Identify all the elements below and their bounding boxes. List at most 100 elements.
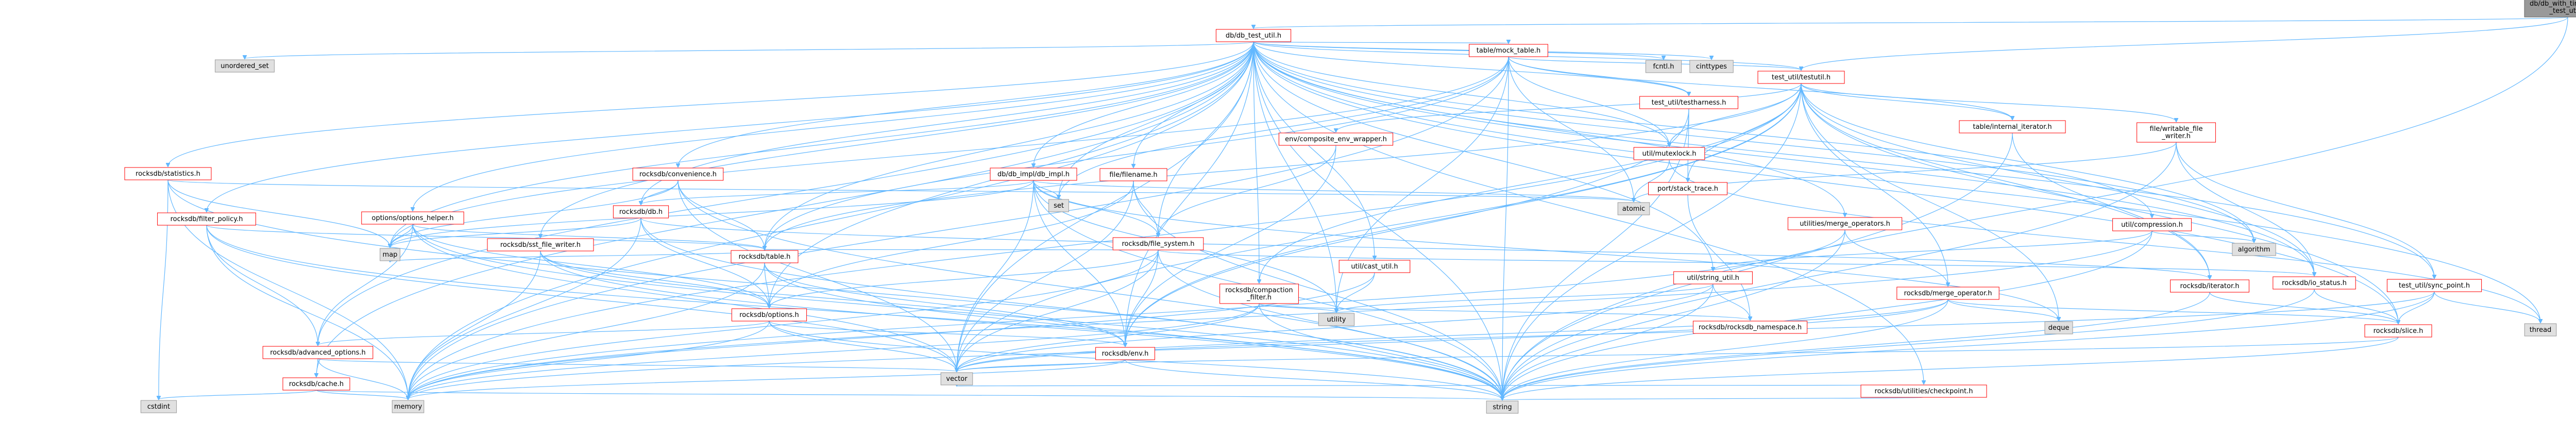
- node-mutexlock[interactable]: util/mutexlock.h: [1633, 147, 1705, 160]
- node-internal-iterator[interactable]: table/internal_iterator.h: [1959, 120, 2066, 133]
- edge-testutil-to-composite_env: [1336, 83, 1802, 132]
- node-label: _test_util.h: [2549, 7, 2576, 15]
- node-sst-file-writer[interactable]: rocksdb/sst_file_writer.h: [487, 238, 594, 251]
- node-mock-table[interactable]: table/mock_table.h: [1469, 44, 1548, 57]
- edge-convenience-to-rocksdb_db: [641, 180, 679, 205]
- edge-slice-to-vector: [957, 337, 2399, 372]
- node-string-util[interactable]: util/string_util.h: [1673, 271, 1753, 284]
- node-box: [361, 211, 464, 225]
- node-rocksdb-db[interactable]: rocksdb/db.h: [613, 205, 669, 219]
- node-box: [990, 167, 1077, 181]
- edge-testutil-to-slice: [1801, 83, 2398, 324]
- edge-rocksdb_db-to-memory: [408, 217, 641, 399]
- edge-testutil-to-rocksdb_iterator: [1801, 83, 2210, 279]
- node-box: [1112, 237, 1204, 250]
- edge-rocksdb_iterator-to-slice: [2209, 292, 2398, 324]
- node-cache[interactable]: rocksdb/cache.h: [282, 377, 350, 391]
- node-cast-util[interactable]: util/cast_util.h: [1338, 260, 1411, 273]
- node-filename[interactable]: file/filename.h: [1099, 168, 1167, 181]
- node-label: map: [383, 251, 398, 259]
- node-box: [1645, 60, 1682, 73]
- edge-testutil-to-merge_operator: [1801, 83, 1948, 286]
- edge-db_test_util-to-compression: [1253, 41, 2152, 217]
- node-box: [282, 377, 350, 391]
- node-atomic: atomic: [1617, 202, 1650, 215]
- edge-rocksdb_db-to-map: [390, 217, 641, 247]
- node-composite-env[interactable]: env/composite_env_wrapper.h: [1278, 132, 1394, 146]
- node-box: [2524, 323, 2557, 337]
- node-rocksdb-namespace[interactable]: rocksdb/rocksdb_namespace.h: [1692, 321, 1808, 334]
- node-box: [731, 250, 799, 263]
- node-rocksdb-env[interactable]: rocksdb/env.h: [1095, 347, 1155, 360]
- edge-stack_trace-to-rocksdb_namespace: [1687, 194, 1750, 320]
- edge-sync_point-to-string: [1502, 291, 2435, 400]
- edge-rocksdb_table-to-rocksdb_options: [764, 262, 769, 308]
- node-convenience[interactable]: rocksdb/convenience.h: [632, 167, 724, 181]
- node-label: rocksdb/filter_policy.h: [171, 215, 243, 223]
- node-testharness[interactable]: test_util/testharness.h: [1639, 96, 1738, 109]
- node-stack-trace[interactable]: port/stack_trace.h: [1648, 182, 1727, 195]
- edge-string_util-to-string: [1502, 283, 1714, 400]
- node-box: [2044, 321, 2073, 334]
- node-label: file/writable_file: [2150, 125, 2203, 133]
- node-rocksdb-options[interactable]: rocksdb/options.h: [731, 308, 807, 322]
- node-algorithm: algorithm: [2232, 243, 2276, 256]
- node-merge-operators[interactable]: utilities/merge_operators.h: [1787, 217, 1903, 230]
- node-db-impl[interactable]: db/db_impl/db_impl.h: [990, 167, 1077, 181]
- node-box: [2232, 243, 2276, 256]
- node-db-test-util[interactable]: db/db_test_util.h: [1215, 29, 1292, 42]
- node-merge-operator[interactable]: rocksdb/merge_operator.h: [1896, 287, 1999, 300]
- node-label: rocksdb/io_status.h: [2282, 279, 2347, 287]
- node-rocksdb-iterator[interactable]: rocksdb/iterator.h: [2170, 279, 2249, 293]
- edge-options_helper-to-advanced_options: [318, 224, 413, 345]
- node-deque: deque: [2044, 321, 2073, 334]
- edge-db_test_util-to-sync_point: [1253, 41, 2434, 278]
- edge-filename-to-string: [1133, 180, 1502, 400]
- node-file-system[interactable]: rocksdb/file_system.h: [1112, 237, 1204, 250]
- edge-rocksdb_table-to-rocksdb_env: [764, 262, 1125, 346]
- node-advanced-options[interactable]: rocksdb/advanced_options.h: [262, 346, 374, 359]
- edge-convenience-to-rocksdb_table: [677, 180, 765, 249]
- node-compression[interactable]: util/compression.h: [2112, 218, 2192, 231]
- node-label: fcntl.h: [1653, 63, 1674, 71]
- node-box: [1692, 321, 1808, 334]
- node-box: [1219, 283, 1299, 304]
- edge-rocksdb_options-to-string: [769, 321, 1502, 400]
- edge-testharness-to-rocksdb_env: [1125, 108, 1689, 346]
- edge-rocksdb_db-to-rocksdb_options: [640, 217, 769, 308]
- edge-advanced_options-to-vector: [317, 358, 957, 372]
- edge-string_util-to-vector: [957, 283, 1714, 372]
- node-label: rocksdb/utilities/checkpoint.h: [1875, 388, 1973, 395]
- node-utility: utility: [1318, 313, 1355, 326]
- node-box: [1673, 271, 1753, 284]
- node-checkpoint[interactable]: rocksdb/utilities/checkpoint.h: [1860, 384, 1987, 398]
- node-slice[interactable]: rocksdb/slice.h: [2364, 324, 2432, 338]
- node-label: utilities/merge_operators.h: [1800, 220, 1890, 228]
- node-box: [1860, 384, 1987, 398]
- node-label: env/composite_env_wrapper.h: [1285, 136, 1387, 143]
- node-box: [2137, 122, 2216, 143]
- node-vector: vector: [940, 372, 973, 385]
- node-sync-point[interactable]: test_util/sync_point.h: [2386, 279, 2482, 292]
- node-label: util/cast_util.h: [1351, 263, 1398, 271]
- node-box: [2273, 276, 2356, 290]
- node-root[interactable]: db/db_with_timestamp_test_util.h: [2524, 0, 2576, 18]
- node-statistics[interactable]: rocksdb/statistics.h: [124, 167, 212, 180]
- node-rocksdb-table[interactable]: rocksdb/table.h: [731, 250, 799, 263]
- node-testutil[interactable]: test_util/testutil.h: [1757, 71, 1845, 84]
- edge-filter_policy-to-vector: [206, 225, 957, 372]
- edge-writable_file_writer-to-string: [1502, 142, 2177, 400]
- node-label: db/db_test_util.h: [1226, 32, 1281, 40]
- edge-composite_env-to-file_system: [1158, 145, 1336, 237]
- edge-advanced_options-to-cache: [316, 358, 318, 377]
- edge-mock_table-to-map: [390, 56, 1509, 247]
- node-box: [1633, 147, 1705, 160]
- node-compaction-filter[interactable]: rocksdb/compaction_filter.h: [1219, 283, 1299, 304]
- edge-options_helper-to-rocksdb_table: [412, 224, 765, 249]
- edge-db_test_util-to-merge_operators: [1253, 41, 1845, 216]
- node-io-status[interactable]: rocksdb/io_status.h: [2273, 276, 2356, 290]
- node-options-helper[interactable]: options/options_helper.h: [361, 211, 464, 225]
- node-filter-policy[interactable]: rocksdb/filter_policy.h: [157, 212, 256, 226]
- node-writable-file-writer[interactable]: file/writable_file_writer.h: [2137, 122, 2216, 143]
- node-unordered-set: unordered_set: [215, 59, 275, 73]
